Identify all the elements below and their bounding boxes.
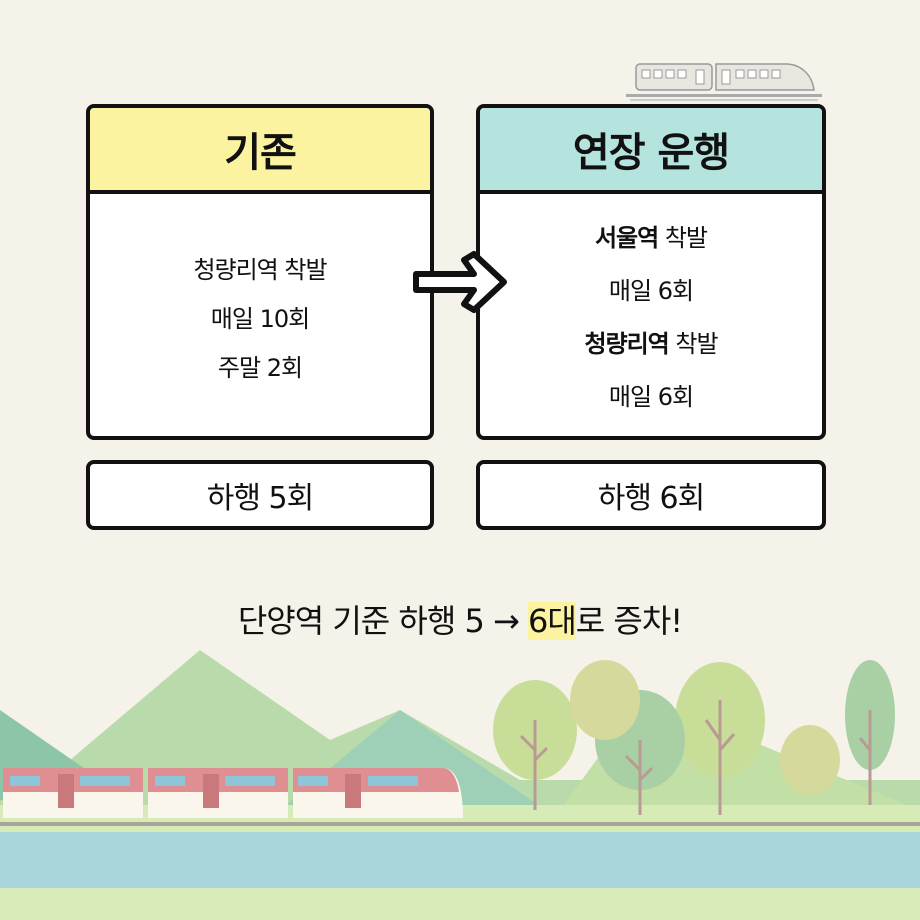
train-icon <box>626 63 822 101</box>
after-card: 연장 운행 서울역 착발 매일 6회 청량리역 착발 매일 6회 <box>476 104 826 440</box>
red-train-illustration <box>3 768 463 818</box>
before-line: 매일 10회 <box>210 304 310 333</box>
station-name: 서울역 <box>594 224 659 252</box>
caption: 단양역 기준 하행 5 → 6대로 증차! <box>0 596 920 642</box>
after-line: 청량리역 착발 <box>584 324 718 359</box>
before-card: 기존 청량리역 착발 매일 10회 주말 2회 <box>86 104 434 440</box>
after-line-rest: 착발 <box>658 224 708 252</box>
caption-prefix: 단양역 기준 하행 5 → <box>237 602 528 640</box>
landscape-illustration <box>0 650 920 920</box>
after-line-rest: 착발 <box>668 330 718 358</box>
before-line: 청량리역 착발 <box>193 255 327 284</box>
after-line: 매일 6회 <box>608 277 694 305</box>
before-title: 기존 <box>90 108 430 194</box>
after-line: 매일 6회 <box>608 383 694 411</box>
before-line: 주말 2회 <box>217 353 303 382</box>
after-summary: 하행 6회 <box>476 460 826 530</box>
caption-highlight: 6대 <box>527 602 577 640</box>
before-summary: 하행 5회 <box>86 460 434 530</box>
after-title: 연장 운행 <box>480 108 822 194</box>
station-name: 청량리역 <box>584 330 669 358</box>
caption-suffix: 로 증차! <box>575 602 683 640</box>
arrow-right-icon <box>413 251 507 313</box>
after-line: 서울역 착발 <box>594 218 708 253</box>
